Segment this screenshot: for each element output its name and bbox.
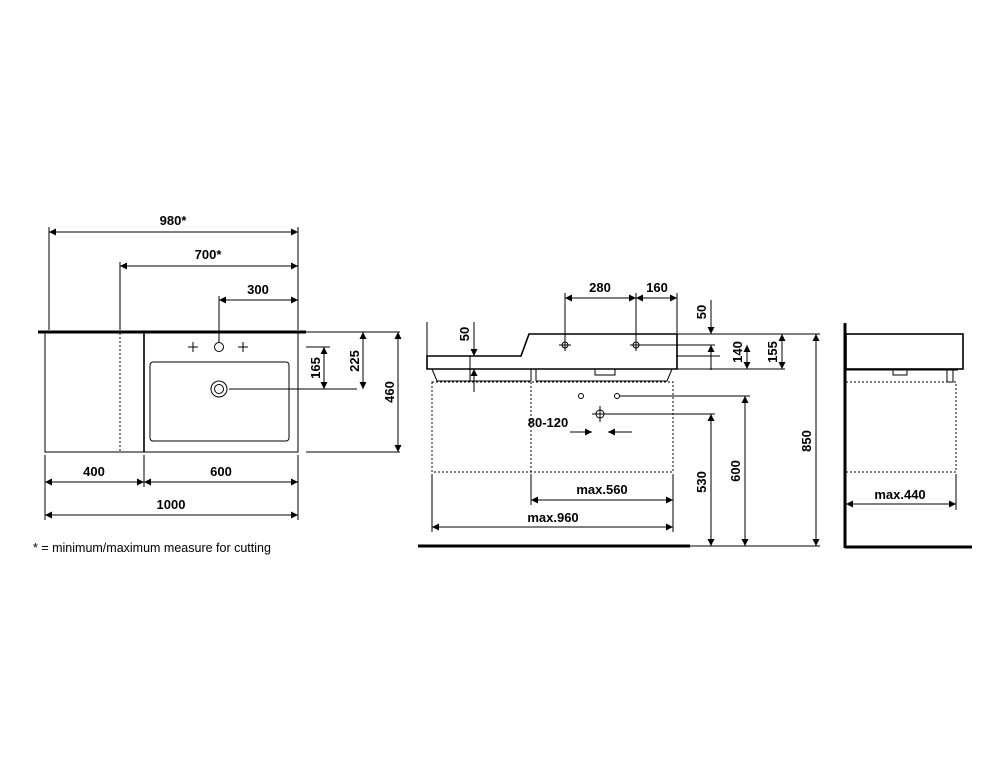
dim-label-850: 850 [799, 430, 814, 452]
dim-label-165: 165 [308, 357, 323, 379]
dim-label-50-left: 50 [457, 327, 472, 341]
dim-label-1000: 1000 [157, 497, 186, 512]
wall-connection-right [614, 393, 620, 399]
dim-label-530: 530 [694, 471, 709, 493]
cabinet-side-outline [845, 381, 957, 473]
drain-outer-circle [210, 380, 228, 398]
dim-label-400: 400 [83, 464, 105, 479]
basin-inner-outline [149, 361, 290, 442]
front-view: 280 160 50 50 140 155 80-120 max.560 max… [418, 280, 820, 548]
tap-hole-marker-left [188, 342, 198, 352]
tap-marker-right-circle [632, 341, 640, 349]
dim-label-155: 155 [765, 341, 780, 363]
top-view: 980* 700* 300 165 225 460 400 600 1000 [38, 213, 402, 520]
dim-label-460: 460 [382, 381, 397, 403]
bracket-rails [431, 368, 673, 382]
tap-hole-circle [214, 342, 224, 352]
dim-label-600: 600 [210, 464, 232, 479]
countertop-side-profile [845, 333, 964, 370]
dim-label-140: 140 [730, 341, 745, 363]
dim-label-700: 700* [195, 247, 223, 262]
dim-label-max960: max.960 [527, 510, 578, 525]
drain-outlet [594, 368, 616, 376]
drain-inner-circle [214, 384, 224, 394]
dim-label-300: 300 [247, 282, 269, 297]
dim-label-280: 280 [589, 280, 611, 295]
dim-label-max560: max.560 [576, 482, 627, 497]
extension-lines-top [44, 227, 400, 520]
dim-label-980: 980* [160, 213, 188, 228]
dim-label-600-vertical: 600 [728, 460, 743, 482]
tap-marker-left [559, 339, 571, 351]
side-bracket [946, 368, 954, 383]
dim-label-max440: max.440 [874, 487, 925, 502]
dim-label-50-right: 50 [694, 305, 709, 319]
dim-label-160: 160 [646, 280, 668, 295]
cabinet-outline-max960 [431, 381, 674, 473]
tap-hole-marker-right [238, 342, 248, 352]
side-view: max.440 [843, 323, 972, 549]
extension-lines-front [426, 293, 820, 547]
tap-marker-left-circle [561, 341, 569, 349]
tap-marker-right [630, 339, 642, 351]
countertop-outline [44, 331, 299, 453]
waste-connection-cross [592, 406, 608, 422]
side-drain-outlet [892, 368, 908, 376]
dim-label-80-120: 80-120 [528, 415, 568, 430]
footnote: * = minimum/maximum measure for cutting [33, 541, 271, 555]
dim-label-225: 225 [347, 350, 362, 372]
wall-connection-left [578, 393, 584, 399]
